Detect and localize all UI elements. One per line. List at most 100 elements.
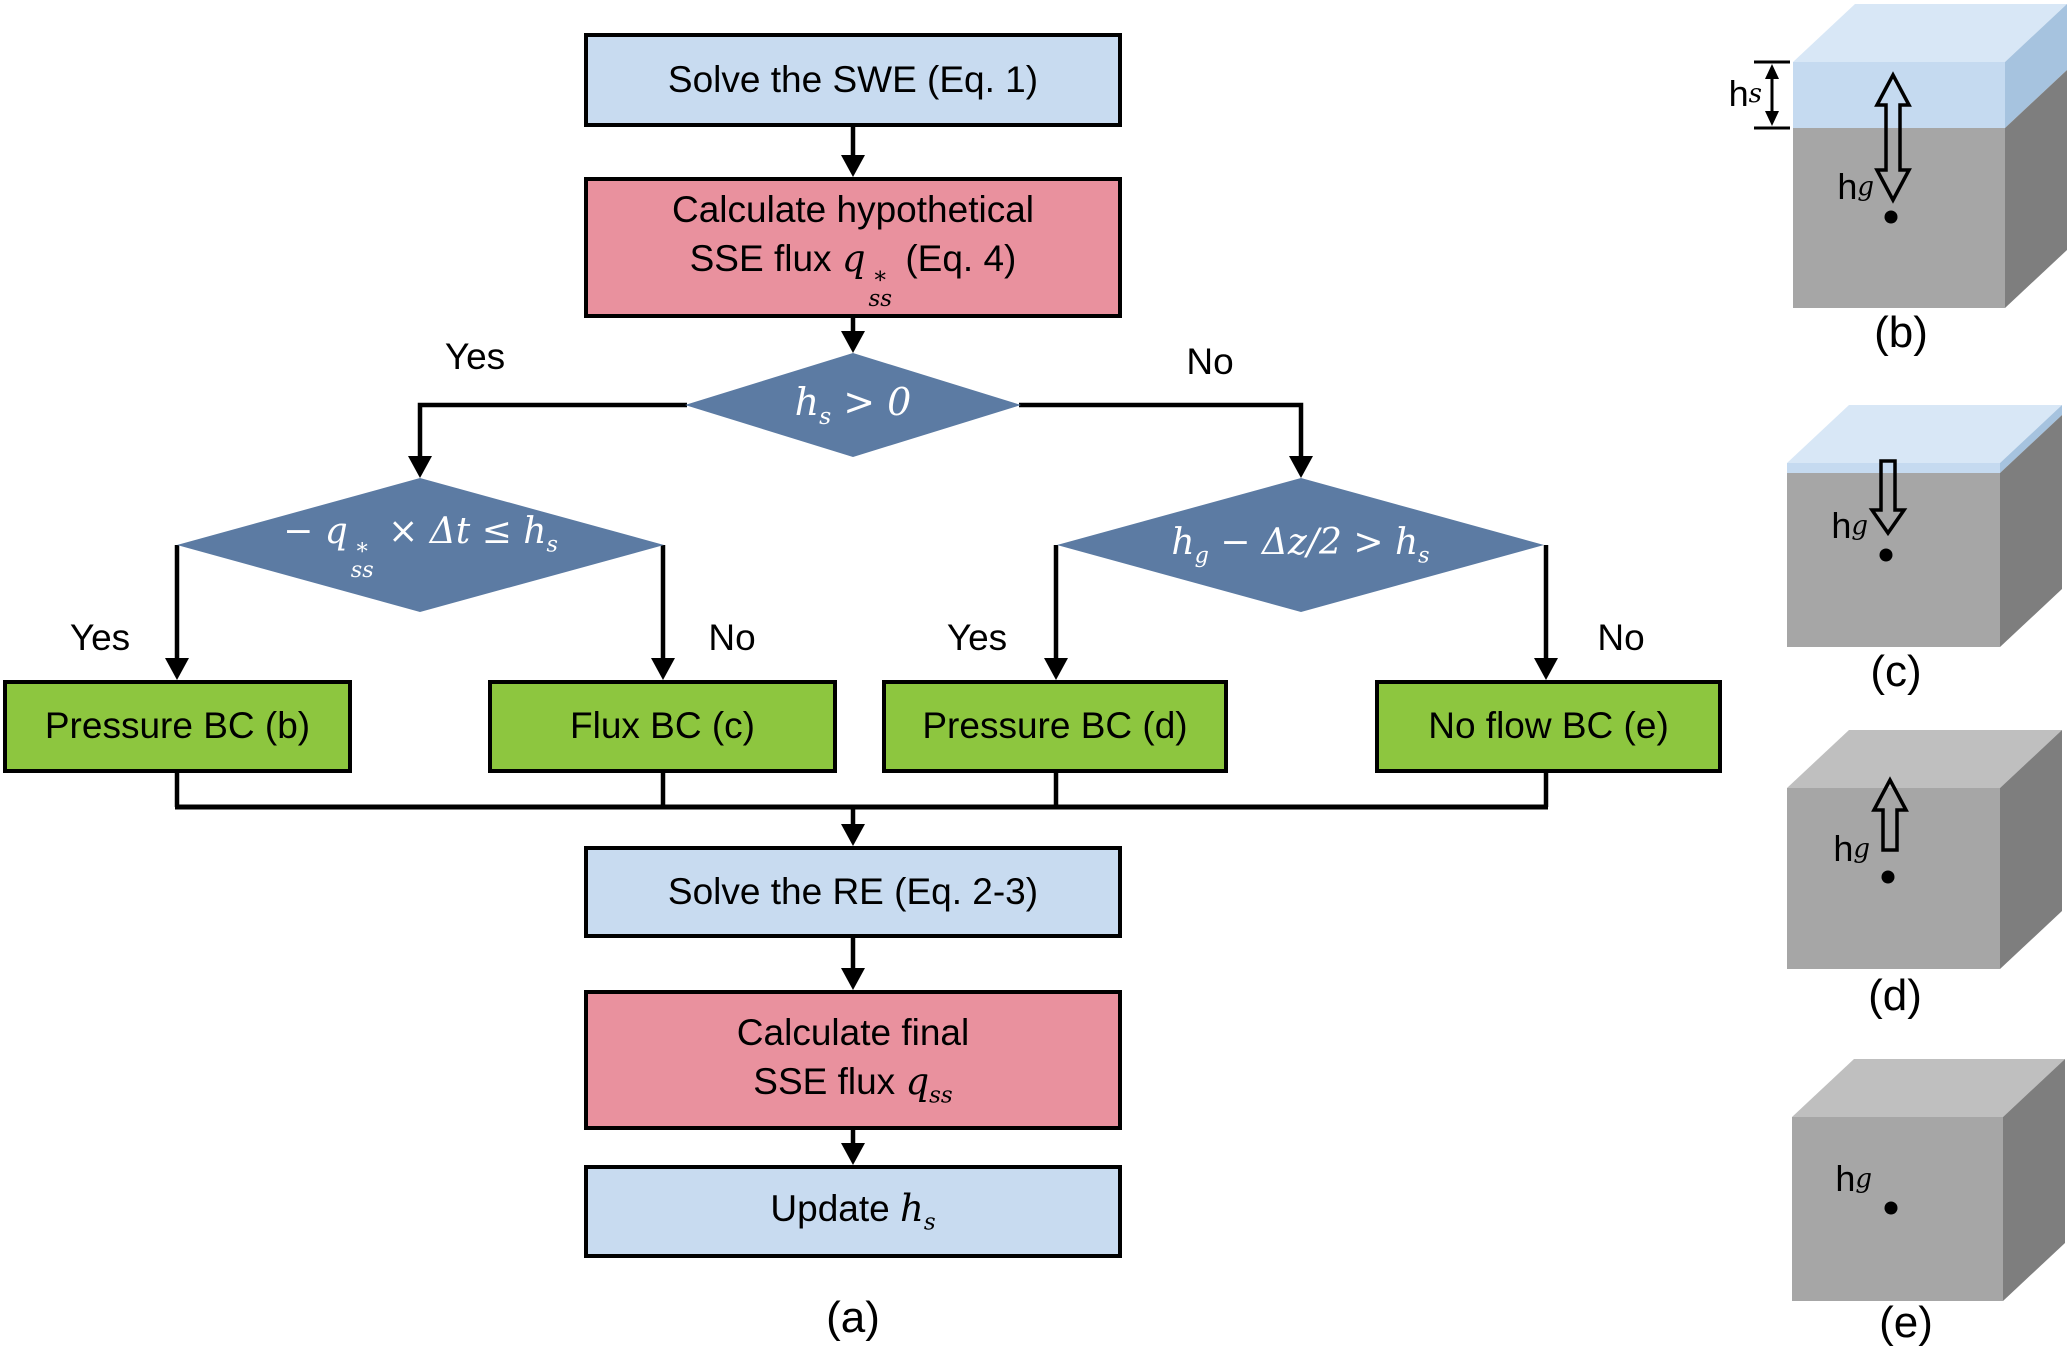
d2-q: q (324, 511, 348, 553)
d2-q-star-ss: *ss (350, 539, 374, 583)
cube-d-top-face (1787, 730, 2062, 788)
d2-t: t (455, 511, 471, 553)
flow-box-calc-final: Calculate final SSE flux qss (584, 990, 1122, 1130)
d2-times-delta: × Δ (376, 511, 456, 553)
arrow-merge-to-re (841, 807, 865, 846)
cube-b-top-face (1793, 4, 2067, 62)
decision-diamond-flux-vs-storage (177, 478, 664, 612)
hg-sub: g (1853, 834, 1870, 864)
panel-c-label: (c) (1826, 647, 1966, 696)
bc-box-pressure-d: Pressure BC (d) (882, 680, 1228, 773)
q-sup: * (874, 267, 886, 294)
bc-noflow-e-label: No flow BC (e) (1428, 705, 1669, 747)
cube-d-soil-side (2000, 730, 2062, 969)
flow-box-update-hs: Update hs (584, 1165, 1122, 1258)
two-way-exchange-arrow-icon (1874, 71, 1912, 204)
d1-op: > 0 (831, 380, 912, 425)
decision-diamond-hs (685, 353, 1021, 457)
cube-b (1754, 4, 2067, 308)
arrowhead-icon (841, 824, 865, 846)
panel-d-text: (d) (1868, 971, 1922, 1020)
d3-gt: /2 > (1306, 521, 1395, 563)
bc-box-flux-c: Flux BC (c) (488, 680, 837, 773)
arrowhead-icon (165, 658, 189, 680)
cube-c (1787, 405, 2062, 647)
d3-h2-sub: s (1418, 542, 1430, 569)
arrow-re-to-final (841, 938, 865, 990)
hg-base: h (1833, 828, 1854, 869)
cube-c-soil-side (2000, 415, 2062, 647)
arrowhead-icon (408, 456, 432, 478)
d1-h-sub: s (819, 401, 832, 430)
branch-label-yes3: Yes (917, 616, 1037, 660)
d2-minus: − (283, 511, 325, 553)
panel-d-label: (d) (1825, 971, 1965, 1020)
arrow-d2-yes-to-pressure-b (165, 545, 189, 680)
dim-arrowhead-down-icon (1765, 111, 1779, 126)
panel-a-label: (a) (783, 1293, 923, 1343)
update-hs-line: Update hs (770, 1185, 935, 1238)
arrowhead-icon (841, 1143, 865, 1165)
branch-label-no1: No (1150, 340, 1270, 384)
branch-label-no3: No (1561, 616, 1681, 660)
d2-q-sup: * (356, 539, 368, 566)
arrowhead-icon (1289, 456, 1313, 478)
calc-final-prefix: SSE flux (753, 1060, 906, 1102)
decision-flux-vs-storage-text: − q*ss × Δt ≤ hs (177, 478, 664, 612)
cube-c-water-side (2000, 405, 2062, 473)
h-symbol: h (899, 1187, 924, 1231)
hg-base: h (1831, 505, 1852, 546)
d3-h-sub: g (1194, 542, 1209, 569)
cube-b-water-side (2005, 4, 2067, 128)
decision-head-vs-cell-text: hg − Δz/2 > hs (1057, 478, 1544, 612)
no3-text: No (1597, 617, 1645, 658)
arrow-swe-to-hyp (841, 127, 865, 177)
d2-leq: ≤ (470, 511, 524, 553)
d2-q-sub: ss (350, 556, 374, 583)
arrow-d3-no-to-noflow-e (1534, 545, 1558, 680)
q-symbol: q (905, 1059, 930, 1103)
water-depth-marker (1754, 60, 1790, 130)
hg-sub: g (1851, 511, 1868, 541)
hg-base: h (1835, 1158, 1856, 1199)
decision-diamond-head-vs-cell (1057, 478, 1544, 612)
panel-b-label: (b) (1831, 308, 1971, 357)
flow-box-calc-hypothetical: Calculate hypothetical SSE flux q*ss (Eq… (584, 177, 1122, 318)
d2-h: h (523, 511, 547, 553)
arrow-hyp-to-d1 (841, 318, 865, 353)
d1-h: h (794, 380, 820, 425)
d3-h: h (1171, 521, 1195, 563)
cube-d (1787, 730, 2062, 969)
hs-sub: s (1748, 79, 1762, 109)
q-symbol: q (841, 237, 866, 281)
groundwater-node-dot (1879, 548, 1893, 562)
bc-pressure-b-label: Pressure BC (b) (44, 705, 311, 747)
d3-z: z (1287, 521, 1307, 563)
h-s-sub: s (923, 1209, 936, 1236)
flow-box-solve-re-label: Solve the RE (Eq. 2-3) (667, 870, 1039, 912)
cube-e-soil-side (2003, 1059, 2065, 1301)
cube-e-soil-front (1792, 1117, 2003, 1301)
branch-label-yes2: Yes (40, 616, 160, 660)
decision-hs-text: hs > 0 (685, 353, 1021, 457)
calc-final-line2: SSE flux qss (753, 1058, 952, 1111)
groundwater-node-dot (1884, 210, 1898, 224)
calc-hyp-suffix: (Eq. 4) (895, 238, 1017, 280)
calc-final-line1: Calculate final (736, 1012, 970, 1054)
bc-pressure-d-label: Pressure BC (d) (922, 705, 1188, 747)
groundwater-node-dot (1884, 1201, 1898, 1215)
panel-b-text: (b) (1874, 308, 1928, 357)
arrowhead-icon (841, 331, 865, 353)
q-star-ss: *ss (869, 267, 893, 310)
hg-base: h (1837, 166, 1858, 207)
arrow-final-to-update (841, 1130, 865, 1165)
cube-e-top-face (1792, 1059, 2065, 1117)
flow-box-solve-swe: Solve the SWE (Eq. 1) (584, 33, 1122, 127)
arrow-d1-yes-to-d2 (408, 402, 687, 478)
groundwater-node-dot (1881, 870, 1895, 884)
arrowhead-icon (1044, 658, 1068, 680)
